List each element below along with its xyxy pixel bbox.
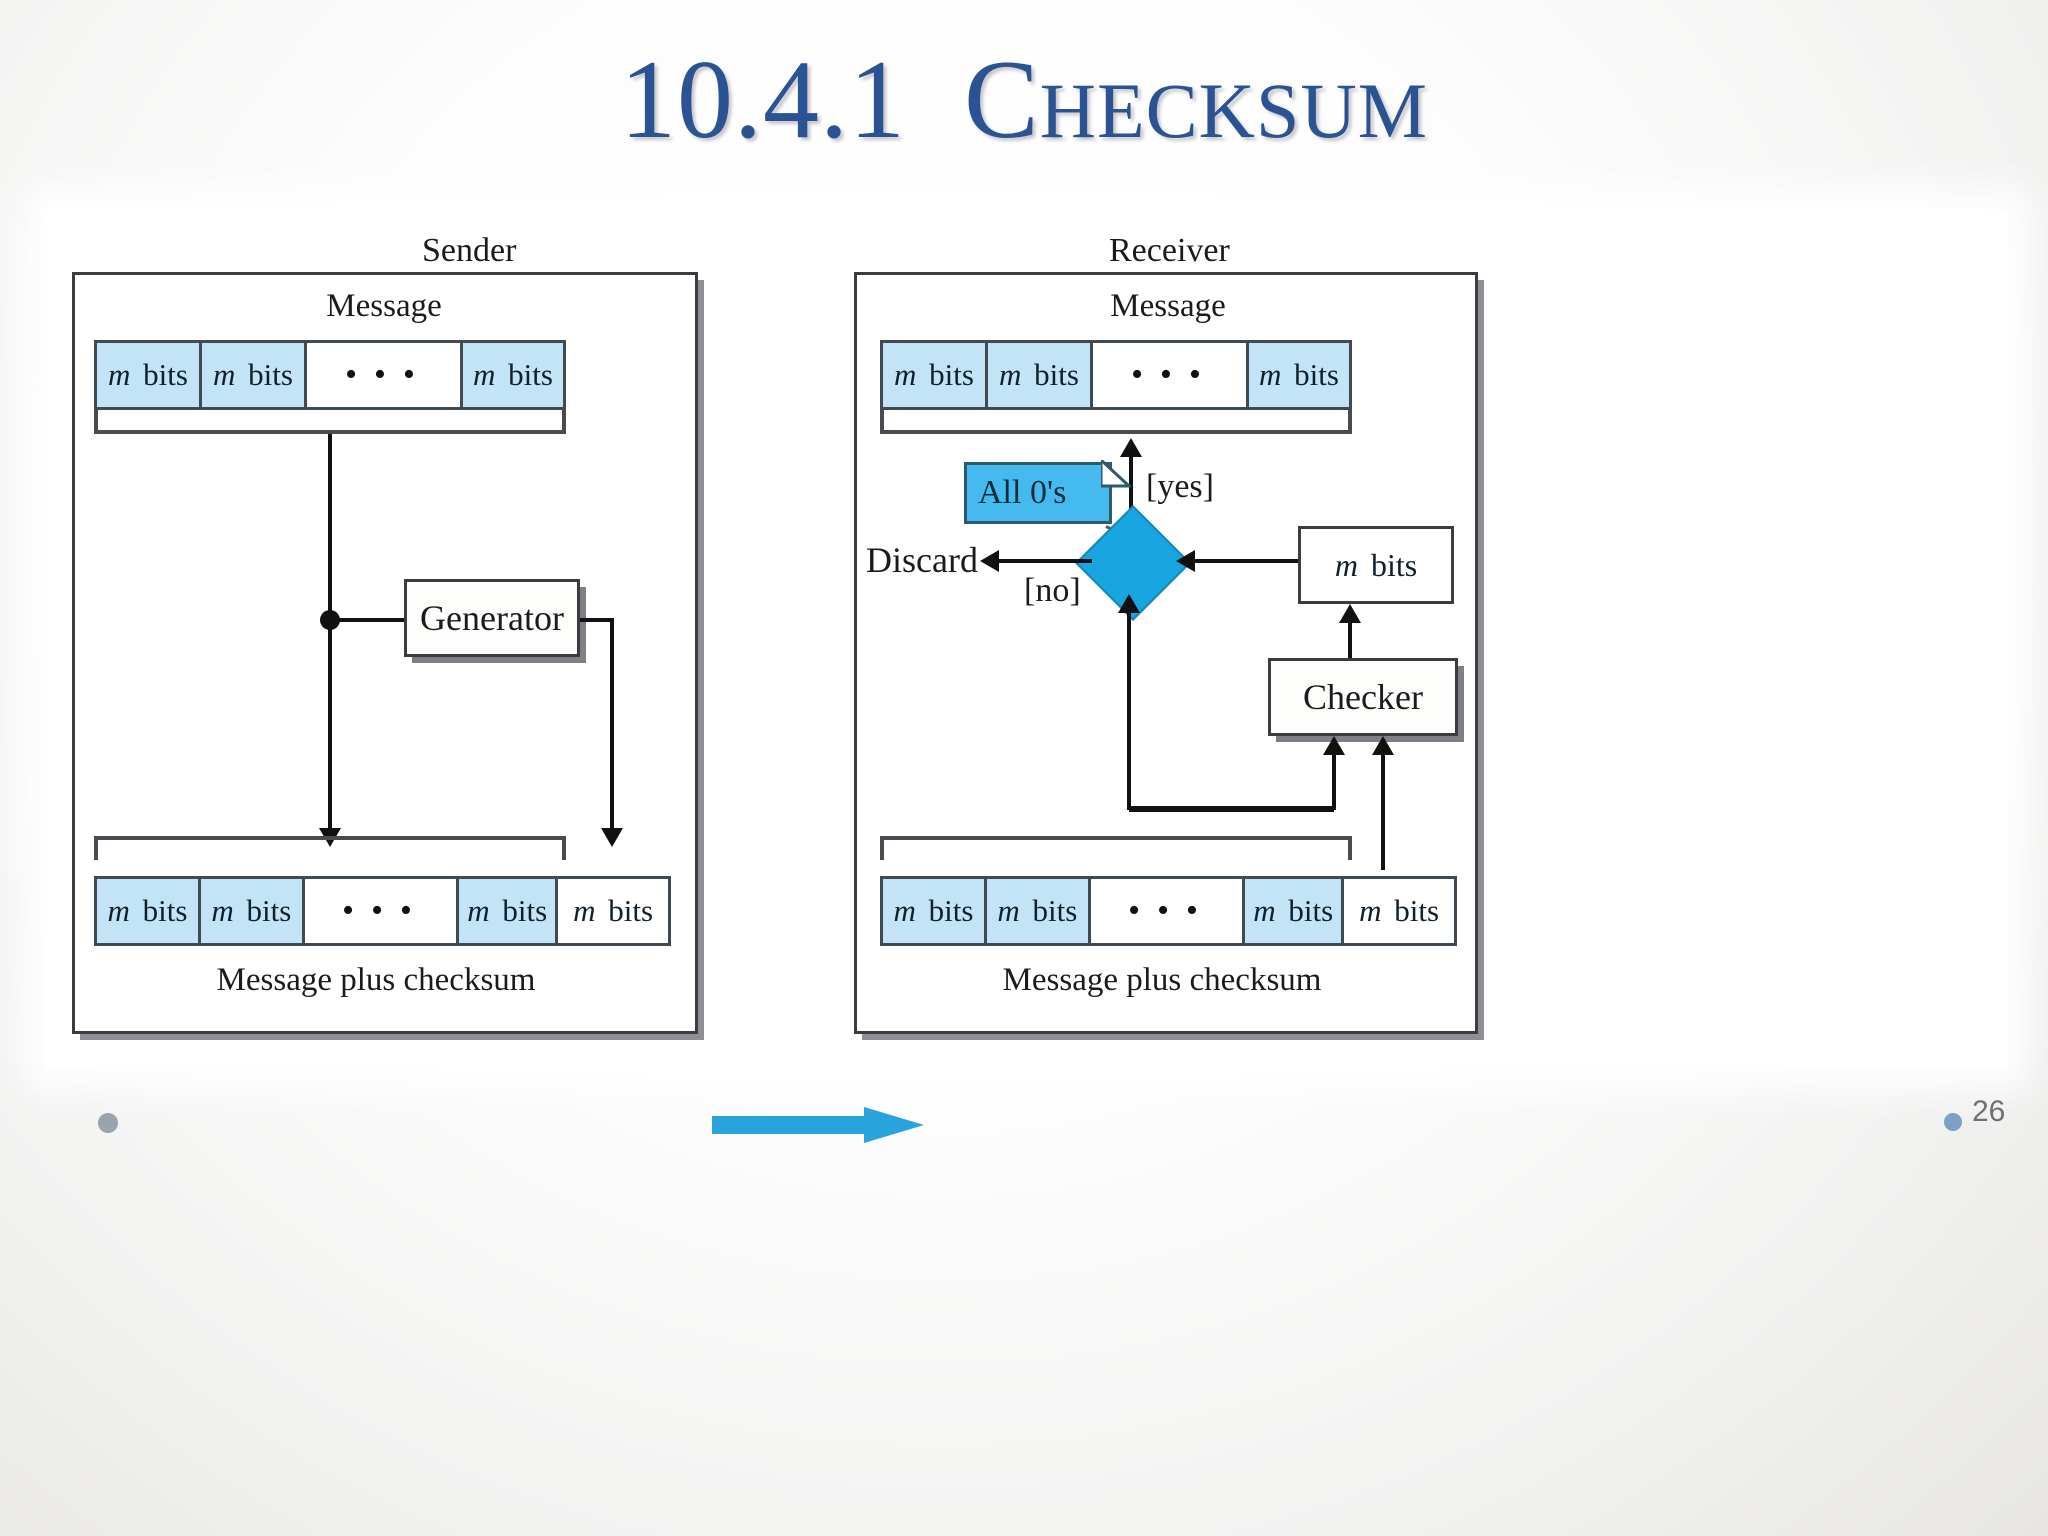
sender-checksum-cell: m bits <box>200 879 305 943</box>
sender-message-caption: Message <box>326 288 442 324</box>
receiver-message-cell: m bits <box>988 343 1093 407</box>
receiver-mbits-box-label: m bits <box>1334 546 1418 583</box>
receiver-message-cell: m bits <box>1249 343 1349 407</box>
sender-checksum-cell-ellipsis: ••• <box>304 879 460 943</box>
checker-input-vline-a <box>1332 754 1336 810</box>
page-number: 26 <box>1972 1095 2006 1128</box>
checker-to-mbits-vline <box>1348 622 1352 658</box>
title-text: Checksum <box>963 38 1429 162</box>
checker-bus-hline <box>1129 806 1334 812</box>
sender-message-cell-ellipsis: ••• <box>307 343 463 407</box>
receiver-message-cell: m bits <box>883 343 988 407</box>
receiver-yes-label: [yes] <box>1146 468 1214 505</box>
receiver-message-cell-ellipsis: ••• <box>1093 343 1249 407</box>
generator-output-arrowhead <box>601 828 623 847</box>
checker-bus-vline <box>1127 610 1131 810</box>
all-zeros-note: All 0's <box>964 462 1112 524</box>
sender-message-cells: m bits m bits ••• m bits <box>94 340 566 410</box>
sender-checksum-brace <box>94 836 566 860</box>
sender-message-brace <box>94 410 566 434</box>
receiver-message-caption: Message <box>1110 288 1226 324</box>
sender-generator-branch-line <box>330 618 408 622</box>
receiver-yes-arrowhead <box>1120 438 1142 457</box>
footer-bullet-right <box>1944 1113 1962 1131</box>
receiver-no-label: [no] <box>1024 572 1081 609</box>
transmission-arrow <box>712 1107 924 1143</box>
all-zeros-note-label: All 0's <box>978 474 1067 511</box>
receiver-checksum-cells: m bits m bits ••• m bits m bits <box>880 876 1457 946</box>
sender-message-cell: m bits <box>202 343 307 407</box>
sender-checksum-cells: m bits m bits ••• m bits m bits <box>94 876 671 946</box>
sender-message-cell: m bits <box>97 343 202 407</box>
page-title: 10.4.1 Checksum <box>0 36 2048 165</box>
title-section-number: 10.4.1 <box>619 38 906 162</box>
checker-to-mbits-arrowhead <box>1339 604 1361 623</box>
sender-message-cell: m bits <box>463 343 563 407</box>
receiver-checksum-cell: m bits <box>883 879 987 943</box>
receiver-panel-label: Receiver <box>1109 232 1230 269</box>
checker-input-arrowhead-b <box>1372 736 1394 755</box>
sender-checksum-cell: m bits <box>459 879 559 943</box>
mbits-to-diamond-arrowhead <box>1176 550 1195 572</box>
receiver-checksum-cell-checksum: m bits <box>1344 879 1455 943</box>
receiver-checksum-cell-ellipsis: ••• <box>1090 879 1246 943</box>
sender-checksum-cell-checksum: m bits <box>558 879 669 943</box>
checker-input-vline-b <box>1381 754 1385 870</box>
receiver-bottom-caption: Message plus checksum <box>1002 962 1322 998</box>
mbits-to-diamond-line <box>1188 559 1298 563</box>
generator-label: Generator <box>420 598 564 638</box>
generator-box[interactable]: Generator <box>404 579 580 657</box>
receiver-mbits-box: m bits <box>1298 526 1454 604</box>
all-zeros-note-fold-icon <box>1101 460 1131 488</box>
receiver-message-brace <box>880 410 1352 434</box>
discard-line <box>996 559 1092 563</box>
checker-label: Checker <box>1303 677 1423 717</box>
receiver-message-cells: m bits m bits ••• m bits <box>880 340 1352 410</box>
footer-bullet-left <box>98 1113 118 1133</box>
generator-output-vline <box>610 618 614 834</box>
figure-card: Sender Message m bits m bits ••• m bits … <box>46 210 2008 1143</box>
sender-checksum-cell: m bits <box>97 879 201 943</box>
sender-main-vline <box>328 434 332 834</box>
discard-arrowhead <box>980 550 999 572</box>
receiver-checksum-cell: m bits <box>1245 879 1345 943</box>
discard-label: Discard <box>866 540 978 580</box>
receiver-checksum-cell: m bits <box>986 879 1091 943</box>
checker-box[interactable]: Checker <box>1268 658 1458 736</box>
checker-bus-arrowhead <box>1118 594 1140 613</box>
checker-input-arrowhead-a <box>1323 736 1345 755</box>
receiver-checksum-brace <box>880 836 1352 860</box>
sender-bottom-caption: Message plus checksum <box>216 962 536 998</box>
generator-output-hline <box>580 618 614 622</box>
sender-panel-label: Sender <box>422 232 517 269</box>
